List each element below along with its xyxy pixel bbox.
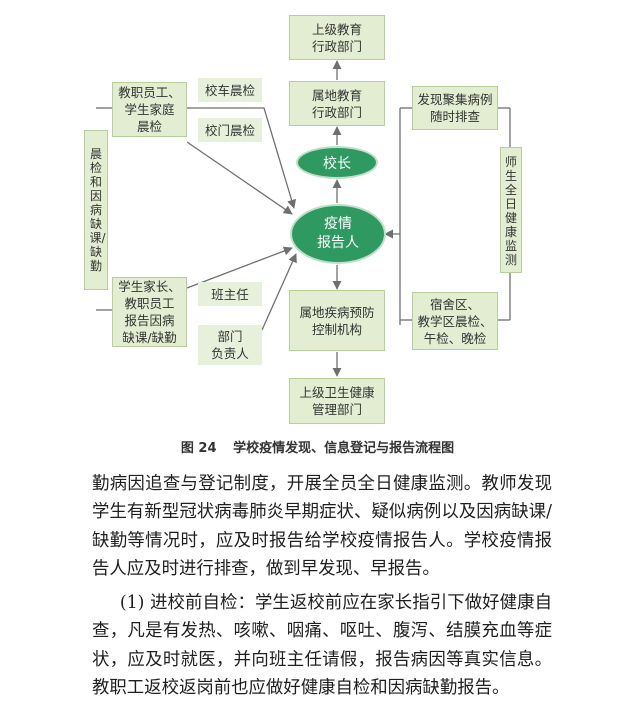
node-all-day-monitoring-label: 师生全日健康监测 [505, 155, 518, 267]
node-upper-edu: 上级教育 行政部门 [289, 15, 385, 60]
arrow-gate-to-reporter [186, 141, 293, 215]
tag-head-teacher: 班主任 [198, 282, 262, 306]
node-absence-track-label: 晨检和因病缺课/缺勤 [89, 147, 106, 273]
arrow-staff-check-to-reporter [187, 107, 297, 209]
node-staff-check: 教职员工、 学生家庭 晨检 [112, 82, 187, 137]
arrow-dept-to-reporter [261, 253, 297, 331]
node-reporter: 疫情 报告人 [290, 204, 386, 264]
arrow-right-side-to-reporter [384, 108, 401, 325]
tag-dept-head: 部门 负责人 [198, 325, 262, 365]
node-local-edu: 属地教育 行政部门 [289, 81, 385, 126]
node-cluster: 发现聚集病例 随时排查 [412, 86, 498, 130]
node-all-day-monitoring: 师生全日健康监测 [500, 147, 522, 273]
tag-bus-check: 校车晨检 [198, 78, 262, 102]
figure-caption: 图 24 学校疫情发现、信息登记与报告流程图 [0, 437, 635, 456]
flowchart-connectors [96, 60, 511, 377]
body-text: 勤病因追查与登记制度，开展全员全日健康监测。教师发现学生有新型冠状病毒肺炎早期症… [92, 470, 552, 702]
flowchart: 上级教育 行政部门 属地教育 行政部门 校长 疫情 报告人 属地疾病预防 控制机… [84, 15, 522, 424]
node-dorm: 宿舍区、 教学区晨检、 午检、晚检 [412, 292, 498, 350]
tag-gate-check: 校门晨检 [198, 118, 262, 142]
paragraph-2: (1) 进校前自检：学生返校前应在家长指引下做好健康自查，凡是有发热、咳嗽、咽痛… [92, 593, 552, 699]
arrow-parents-to-reporter [186, 246, 293, 289]
node-absence-track: 晨检和因病缺课/缺勤 [84, 130, 108, 290]
node-upper-health: 上级卫生健康 管理部门 [289, 378, 385, 424]
node-cdc: 属地疾病预防 控制机构 [289, 290, 385, 351]
figure-number: 图 24 [180, 441, 217, 456]
paragraph-1: 勤病因追查与登记制度，开展全员全日健康监测。教师发现学生有新型冠状病毒肺炎早期症… [92, 474, 552, 579]
figure-title: 学校疫情发现、信息登记与报告流程图 [233, 441, 455, 456]
node-principal: 校长 [296, 146, 378, 179]
node-parents: 学生家长、 教职员工 报告因病 缺课/缺勤 [112, 277, 187, 347]
